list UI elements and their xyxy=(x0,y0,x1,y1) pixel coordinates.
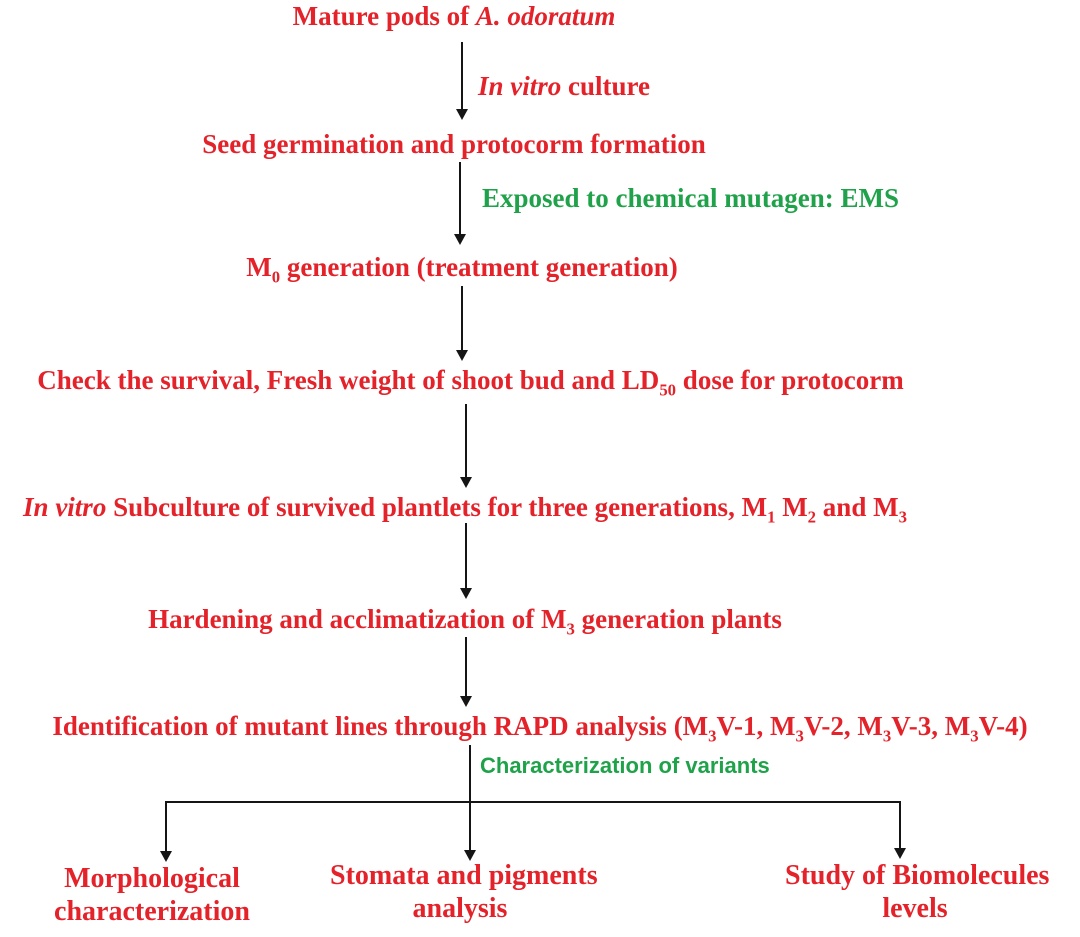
edge-label-ems: Exposed to chemical mutagen: EMS xyxy=(482,183,899,213)
arrow-line-3 xyxy=(461,286,463,350)
edge-label-characterization: Characterization of variants xyxy=(480,753,770,778)
branch-arrow-line-right xyxy=(899,803,901,848)
arrow-head-6 xyxy=(460,696,472,707)
node-seed-germination: Seed germination and protocorm formation xyxy=(202,129,706,159)
branch-horizontal-line xyxy=(165,801,901,803)
arrow-line-1 xyxy=(461,42,463,109)
arrow-line-5 xyxy=(465,523,467,588)
arrow-head-2 xyxy=(454,234,466,245)
node-subculture: In vitro Subculture of survived plantlet… xyxy=(23,492,907,527)
edge-label-invitro-culture: In vitro culture xyxy=(478,71,651,101)
arrow-head-5 xyxy=(460,588,472,599)
node-stomata-line2: analysis xyxy=(412,893,508,924)
node-check-survival: Check the survival, Fresh weight of shoo… xyxy=(37,365,904,400)
node-mature-pods: Mature pods of A. odoratum xyxy=(292,1,616,31)
node-stomata: Stomata and pigments analysis xyxy=(330,859,598,925)
node-biomolecules: Study of Biomolecules levels xyxy=(785,859,1050,925)
arrow-head-4 xyxy=(460,477,472,488)
branch-arrow-head-right xyxy=(894,848,906,859)
node-hardening: Hardening and acclimatization of M3 gene… xyxy=(148,604,782,639)
node-morphological-line1: Morphological xyxy=(64,863,240,894)
node-biomolecules-line1: Study of Biomolecules xyxy=(785,860,1050,891)
branch-arrow-line-center xyxy=(469,803,471,850)
node-morphological: Morphological characterization xyxy=(22,862,282,928)
node-morphological-line2: characterization xyxy=(54,896,250,927)
arrow-line-2 xyxy=(459,162,461,234)
branch-arrow-head-center xyxy=(464,850,476,861)
node-biomolecules-line2: levels xyxy=(882,893,948,924)
node-stomata-line1: Stomata and pigments xyxy=(330,860,598,891)
arrow-line-6 xyxy=(465,637,467,696)
node-identification: Identification of mutant lines through R… xyxy=(52,711,1028,746)
branch-arrow-line-left xyxy=(165,803,167,851)
branch-arrow-head-left xyxy=(160,851,172,862)
node-m0-generation: M0 generation (treatment generation) xyxy=(246,252,678,287)
arrow-head-3 xyxy=(456,350,468,361)
arrow-head-1 xyxy=(456,109,468,120)
branch-stem-line xyxy=(469,745,471,802)
arrow-line-4 xyxy=(465,404,467,477)
